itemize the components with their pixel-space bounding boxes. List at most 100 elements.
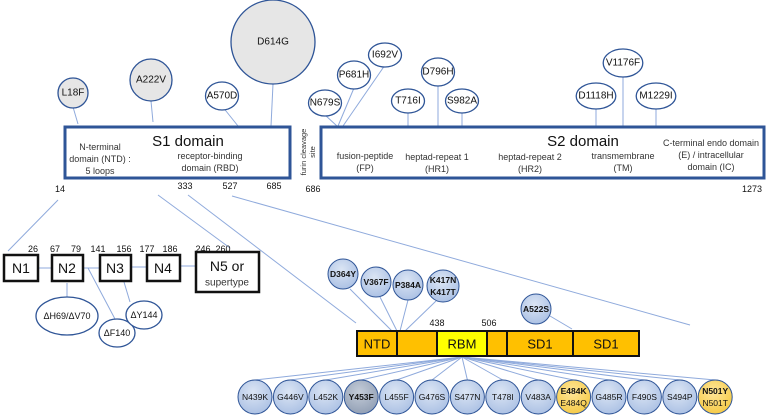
loop-label-n5: N5 or <box>210 258 245 274</box>
mut-M1229I-label: M1229I <box>639 91 672 102</box>
mut-P681H-label: P681H <box>339 70 370 81</box>
stem-dY144 <box>124 282 130 302</box>
mut-G476S-label: G476S <box>419 392 446 402</box>
mut-D1118H-label: D1118H <box>578 91 613 102</box>
loop-label-n1: N1 <box>12 260 30 276</box>
rbm-stem-2 <box>326 357 462 380</box>
stem-L18F <box>73 107 78 124</box>
mut-K417T-label: K417T <box>430 287 456 297</box>
mut-S494P-label: S494P <box>667 392 693 402</box>
s2-fp-label-2: (FP) <box>356 163 374 173</box>
mut-E484K-label: E484K <box>561 386 588 396</box>
stem-D614G <box>271 84 273 126</box>
loop-pos-141: 141 <box>90 244 105 254</box>
s1-ntd-label-2: domain (NTD) : <box>69 154 131 164</box>
s1-pos-333: 333 <box>177 181 192 191</box>
mut-A570D-label: A570D <box>207 91 238 102</box>
mut-L18F-label: L18F <box>62 88 85 99</box>
s1-rbd-label-2: domain (RBD) <box>181 163 238 173</box>
deletion-dH69-dV70-label: ΔH69/ΔV70 <box>43 311 90 321</box>
s1-pos-14: 14 <box>55 184 65 194</box>
loop-label-n5-line2: supertype <box>205 278 249 289</box>
s2-hr2-label-1: heptad-repeat 2 <box>498 152 562 162</box>
mut-T478I-label: T478I <box>492 392 514 402</box>
mut-S982A-label: S982A <box>447 96 477 107</box>
mut-G446V-label: G446V <box>277 392 304 402</box>
rbd-label-sd1-a: SD1 <box>527 337 552 352</box>
furin-cleavage-site: furin cleavage site <box>299 129 317 176</box>
s2-ic-label-3: domain (IC) <box>687 162 734 172</box>
rbd-label-rbm: RBM <box>448 337 477 352</box>
stem-A222V <box>151 101 153 122</box>
mut-I692V-label: I692V <box>372 50 398 61</box>
mut-N679S-label: N679S <box>310 98 341 109</box>
rbm-lower-mutations: N439KG446VL452KY453FL455FG476SS477NT478I… <box>238 380 732 414</box>
stem-N679S <box>325 115 337 126</box>
loop-pos-79: 79 <box>71 244 81 254</box>
deletion-dF140-label: ΔF140 <box>104 328 131 338</box>
s1-title: S1 domain <box>152 133 224 150</box>
rbd-label-ntd: NTD <box>364 337 391 352</box>
mut-D614G-label: D614G <box>257 37 289 48</box>
s2-tm-label-2: (TM) <box>614 163 633 173</box>
rbd-seg-2 <box>397 331 437 356</box>
s2-hr2-label-2: (HR2) <box>518 164 542 174</box>
mut-F490S-label: F490S <box>632 392 657 402</box>
s1-pos-685: 685 <box>266 181 281 191</box>
mut-N501Y-label: N501Y <box>702 386 728 396</box>
s2-hr1-label-2: (HR1) <box>425 164 449 174</box>
ntd-loops: 26 67 79 141 156 177 186 246 260 N1 N2 N… <box>4 244 259 347</box>
rbd-upper-stem-2 <box>400 300 408 331</box>
s2-pos-1273: 1273 <box>742 184 762 194</box>
mut-G485R-label: G485R <box>596 392 623 402</box>
rbd-pos-438: 438 <box>429 318 444 328</box>
mut-L455F-label: L455F <box>385 392 409 402</box>
spike-mutations: L18F A222V A570D D614G N679S P681HI692V T716I D… <box>58 0 676 116</box>
rbd-upper-mutations: D364Y V367F P384A K417N K417T A522S <box>328 259 551 324</box>
loop-label-n5-line1: N5 or <box>210 258 245 274</box>
mut-T716I-label: T716I <box>395 96 421 107</box>
rbd-bar: 438 506 NTD RBM SD1 SD1 <box>357 318 639 356</box>
mut-K417N-label: K417N <box>430 275 456 285</box>
s2-fp-label-1: fusion-peptide <box>337 151 394 161</box>
s2-ic-label-1: C-terminal endo domain <box>663 138 759 148</box>
rbm-stem-11 <box>462 357 644 380</box>
s1-rbd-label-1: receptor-binding <box>177 151 242 161</box>
s2-pos-686: 686 <box>305 184 320 194</box>
s2-ic-label-2: (E) / intracellular <box>678 150 744 160</box>
loop-label-n2: N2 <box>58 260 76 276</box>
loop-pos-177: 177 <box>139 244 154 254</box>
rbd-label-sd1-b: SD1 <box>593 337 618 352</box>
s1-ntd-label-3: 5 loops <box>85 166 115 176</box>
mut-V483A-label: V483A <box>525 392 551 402</box>
mut-A222V-label: A222V <box>136 75 166 86</box>
mut-P384A-label: P384A <box>395 280 421 290</box>
rbm-stem-0 <box>255 357 462 380</box>
mut-V1176F-label: V1176F <box>606 58 640 69</box>
mut-V367F-label: V367F <box>363 277 388 287</box>
mut-D796H-label: D796H <box>422 67 453 78</box>
mut-E484Q-label: E484Q <box>560 398 587 408</box>
s2-domain: S2 domain fusion-peptide (FP) heptad-rep… <box>305 127 764 194</box>
rbd-upper-stem-1 <box>380 297 397 331</box>
rbm-stem-6 <box>462 357 467 380</box>
loop-pos-26: 26 <box>28 244 38 254</box>
furin-label-2: site <box>308 146 317 158</box>
rbd-pos-506: 506 <box>481 318 496 328</box>
mut-Y453F-label: Y453F <box>349 392 374 402</box>
s1-ntd-label-1: N-terminal <box>79 142 121 152</box>
loop-pos-67: 67 <box>50 244 60 254</box>
deletion-dY144-label: ΔY144 <box>130 310 157 320</box>
s1-pos-527: 527 <box>222 181 237 191</box>
loop-label-n3: N3 <box>106 260 124 276</box>
s2-hr1-label-1: heptad-repeat 1 <box>405 152 469 162</box>
zoom-line-rbd-end <box>232 196 690 325</box>
mut-L452K-label: L452K <box>314 392 339 402</box>
loop-pos-156: 156 <box>116 244 131 254</box>
furin-label-1: furin cleavage <box>299 129 308 176</box>
mut-S477N-label: S477N <box>454 392 480 402</box>
s2-tm-label-1: transmembrane <box>591 151 654 161</box>
loop-label-n4: N4 <box>154 260 172 276</box>
s1-domain: S1 domain N-terminal domain (NTD) : 5 lo… <box>55 127 290 194</box>
